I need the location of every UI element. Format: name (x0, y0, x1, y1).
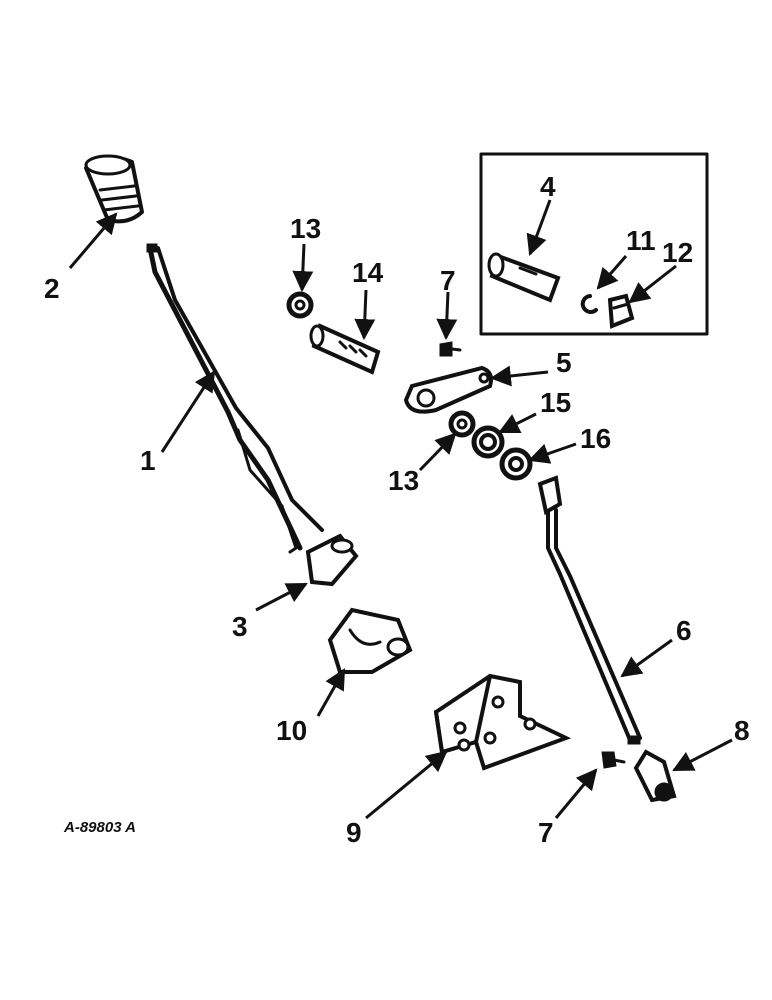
callout-5: 5 (556, 347, 572, 378)
clevis-part (633, 749, 677, 803)
callout-12: 12 (662, 237, 693, 268)
pin-part (309, 323, 381, 375)
inset-box (479, 152, 709, 336)
callout-4: 4 (540, 171, 556, 202)
callout-3: 3 (232, 611, 248, 642)
callout-9: 9 (346, 817, 362, 848)
callout-14: 14 (352, 257, 384, 288)
bearing-part (471, 425, 505, 459)
bolt-lower-part (601, 751, 626, 769)
callout-10: 10 (276, 715, 307, 746)
callout-15: 15 (540, 387, 571, 418)
drawing-code: A-89803 A (63, 819, 136, 836)
knob-part (84, 154, 144, 224)
callout-7-lower: 7 (538, 817, 554, 848)
bolt-upper-part (439, 341, 462, 357)
washer-lower-part (448, 410, 476, 438)
shift-lever-part (146, 243, 324, 554)
callout-1: 1 (140, 445, 156, 476)
leader-lines (68, 199, 733, 820)
retaining-ring-part (580, 294, 598, 314)
shaft-part (487, 252, 561, 303)
cap-part (607, 293, 635, 329)
pivot-bracket-part (327, 607, 413, 674)
callout-8: 8 (734, 715, 750, 746)
nut-part (499, 447, 533, 481)
bushing-part (305, 533, 359, 587)
rod-part (537, 475, 642, 745)
callout-7-upper: 7 (440, 265, 456, 296)
callout-11: 11 (626, 225, 656, 256)
callout-13-lower: 13 (388, 465, 419, 496)
callout-16: 16 (580, 423, 611, 454)
lever-arm-part (403, 365, 493, 414)
callout-2: 2 (44, 273, 60, 304)
callout-6: 6 (676, 615, 692, 646)
callout-13-upper: 13 (290, 213, 321, 244)
washer-upper-part (286, 291, 314, 319)
mounting-bracket-part (433, 673, 572, 771)
